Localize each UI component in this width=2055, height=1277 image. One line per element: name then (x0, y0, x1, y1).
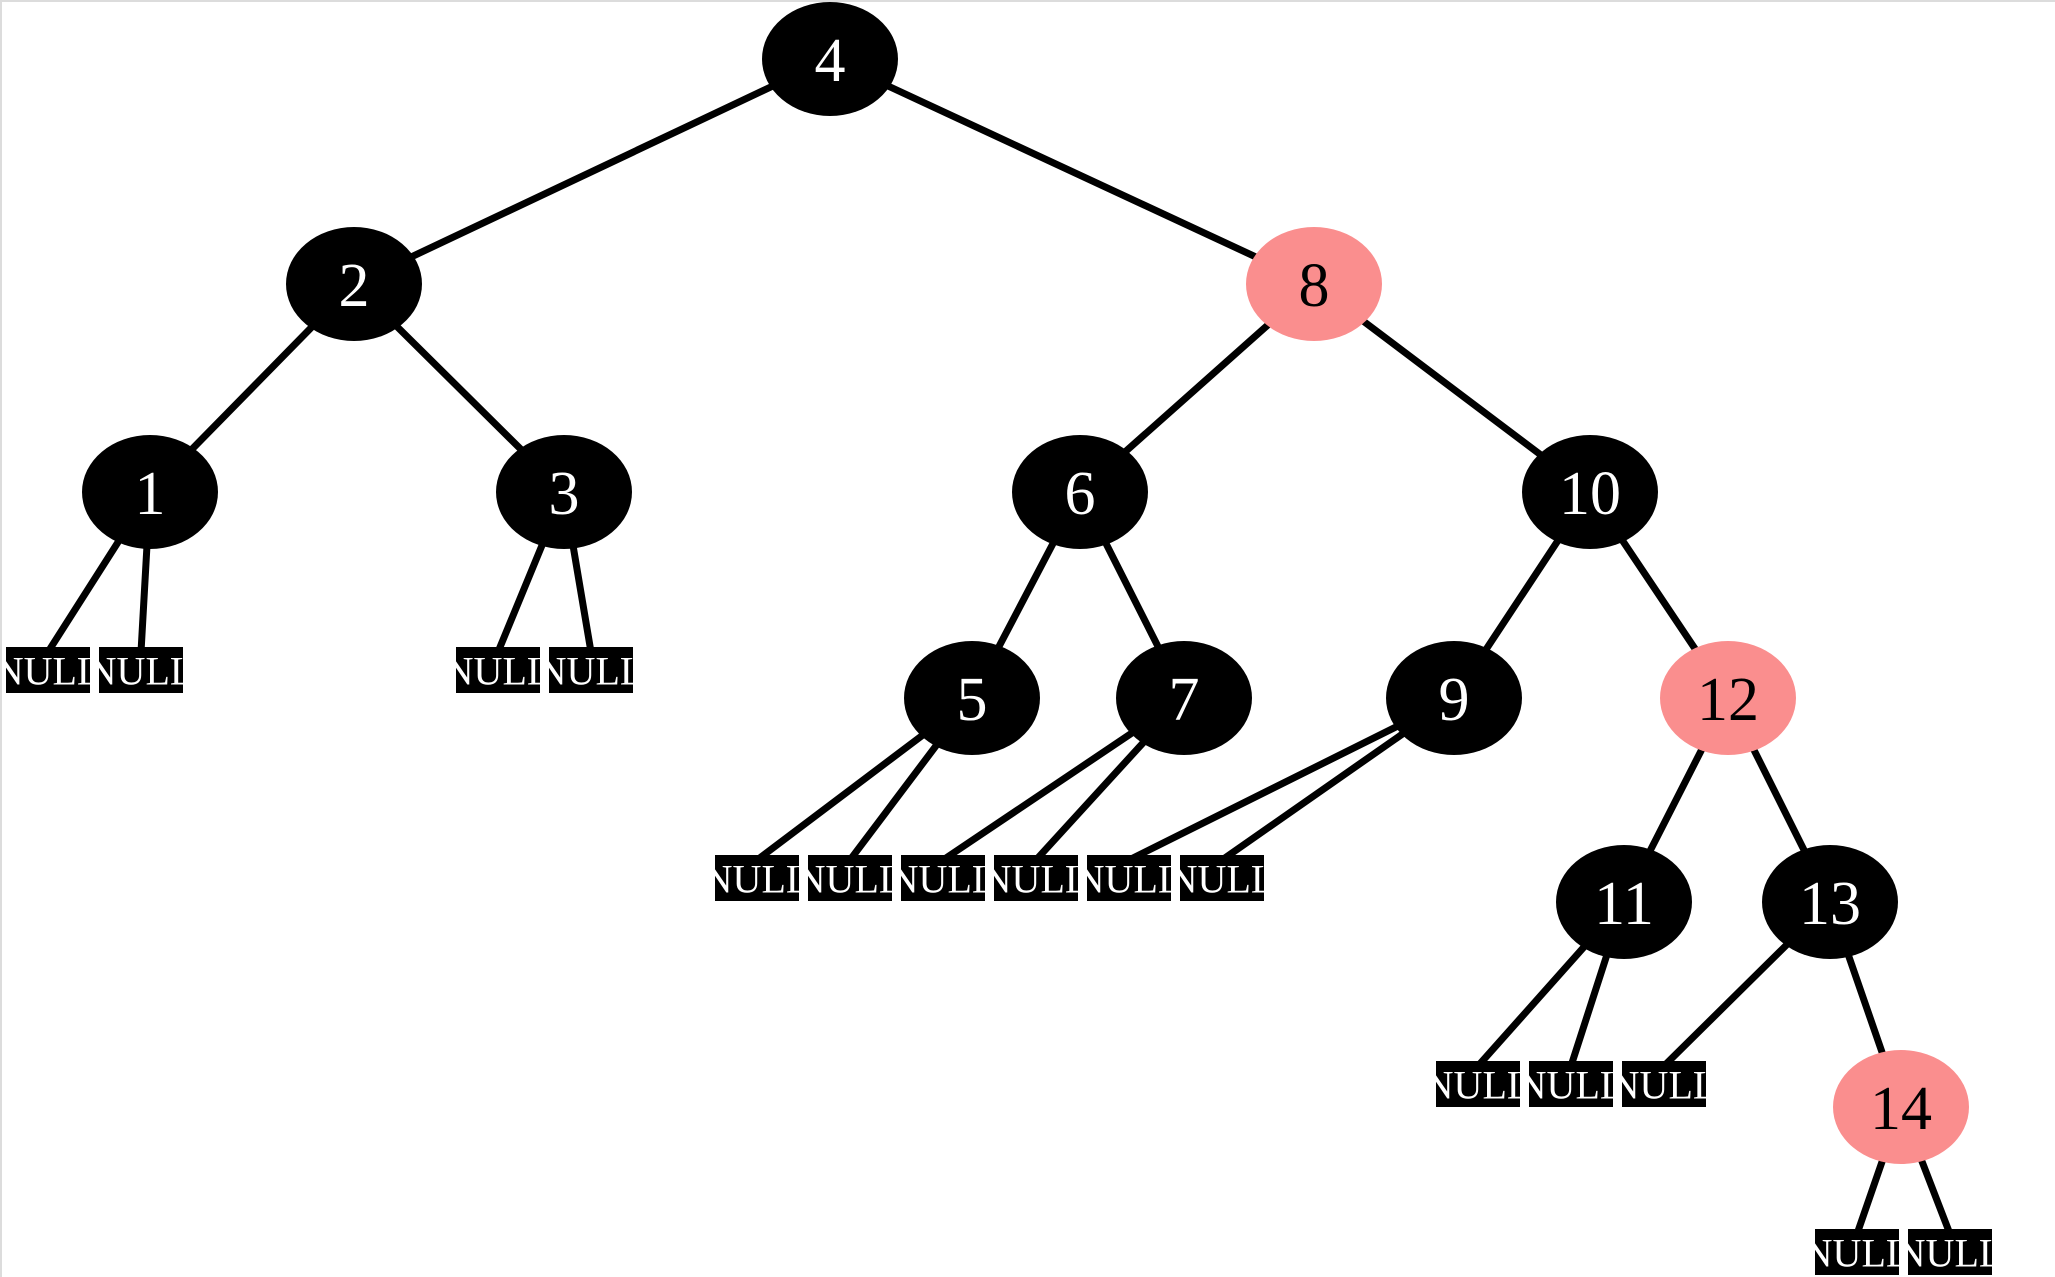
null-leaf-box (901, 855, 985, 901)
null-leaf-box (994, 855, 1078, 901)
tree-node-6[interactable]: 6 (1012, 435, 1148, 549)
null-leaf-label: NULL (88, 649, 195, 694)
tree-node-label: 14 (1870, 1075, 1932, 1143)
tree-node-label: 1 (135, 460, 166, 528)
null-leaf: NULL (983, 855, 1090, 902)
tree-node-circle[interactable] (1660, 641, 1796, 755)
tree-node-label: 5 (957, 666, 988, 734)
null-leaf-label: NULL (2, 649, 101, 694)
tree-node-3[interactable]: 3 (496, 435, 632, 549)
null-leaf: NULL (538, 647, 645, 694)
tree-node-1[interactable]: 1 (82, 435, 218, 549)
tree-node-label: 2 (339, 252, 370, 320)
null-leaf: NULL (88, 647, 195, 694)
null-leaf-label: NULL (1804, 1231, 1911, 1276)
tree-node-circle[interactable] (82, 435, 218, 549)
null-leaf-box (99, 647, 183, 693)
tree-node-label: 9 (1439, 666, 1470, 734)
null-leaf-box (1529, 1061, 1613, 1107)
null-leaf-box (1087, 855, 1171, 901)
tree-node-circle[interactable] (286, 227, 422, 341)
null-leaf: NULL (1169, 855, 1276, 902)
tree-node-7[interactable]: 7 (1116, 641, 1252, 755)
tree-node-14[interactable]: 14 (1833, 1050, 1969, 1164)
null-leaf-box (1815, 1229, 1899, 1275)
null-leaf-label: NULL (797, 857, 904, 902)
null-leaf-label: NULL (1425, 1063, 1532, 1108)
null-leaf-label: NULL (538, 649, 645, 694)
tree-node-circle[interactable] (1762, 845, 1898, 959)
tree-node-13[interactable]: 13 (1762, 845, 1898, 959)
tree-node-12[interactable]: 12 (1660, 641, 1796, 755)
tree-node-label: 12 (1697, 666, 1759, 734)
tree-node-circle[interactable] (1012, 435, 1148, 549)
tree-node-label: 8 (1299, 252, 1330, 320)
null-leaf-box (808, 855, 892, 901)
null-leaf-label: NULL (1897, 1231, 2004, 1276)
null-leaf: NULL (1897, 1229, 2004, 1276)
tree-edge (826, 55, 1318, 288)
tree-edge (350, 55, 834, 288)
null-leaf-label: NULL (445, 649, 552, 694)
tree-node-circle[interactable] (496, 435, 632, 549)
null-leaf-box (6, 647, 90, 693)
tree-node-label: 6 (1065, 460, 1096, 528)
tree-node-11[interactable]: 11 (1556, 845, 1692, 959)
tree-node-8[interactable]: 8 (1246, 227, 1382, 341)
tree-node-label: 11 (1594, 870, 1654, 938)
tree-node-circle[interactable] (1386, 641, 1522, 755)
tree-node-label: 10 (1559, 460, 1621, 528)
null-leaf: NULL (1076, 855, 1183, 902)
null-leaf-box (1180, 855, 1264, 901)
null-leaf-label: NULL (983, 857, 1090, 902)
null-leaf-box (456, 647, 540, 693)
null-leaf-label: NULL (1518, 1063, 1625, 1108)
null-leaf-label: NULL (1169, 857, 1276, 902)
tree-node-circle[interactable] (1246, 227, 1382, 341)
null-leaf-box (1908, 1229, 1992, 1275)
tree-node-circle[interactable] (904, 641, 1040, 755)
null-leaf-box (1436, 1061, 1520, 1107)
null-leaf-box (1622, 1061, 1706, 1107)
null-leaf: NULL (2, 647, 101, 694)
tree-node-9[interactable]: 9 (1386, 641, 1522, 755)
null-leaf: NULL (890, 855, 997, 902)
null-leaf-label: NULL (704, 857, 811, 902)
null-leaf: NULL (1518, 1061, 1625, 1108)
tree-node-5[interactable]: 5 (904, 641, 1040, 755)
tree-node-4[interactable]: 4 (762, 2, 898, 116)
tree-node-2[interactable]: 2 (286, 227, 422, 341)
null-leaf: NULL (1804, 1229, 1911, 1276)
tree-node-circle[interactable] (1116, 641, 1252, 755)
null-leaf-label: NULL (890, 857, 997, 902)
null-leaf-box (549, 647, 633, 693)
tree-node-10[interactable]: 10 (1522, 435, 1658, 549)
null-leaf-label: NULL (1611, 1063, 1718, 1108)
tree-node-circle[interactable] (1522, 435, 1658, 549)
null-leaf: NULL (1611, 1061, 1718, 1108)
tree-node-circle[interactable] (1556, 845, 1692, 959)
tree-node-label: 7 (1169, 666, 1200, 734)
tree-node-label: 4 (815, 27, 846, 95)
tree-node-label: 13 (1799, 870, 1861, 938)
null-leaf: NULL (704, 855, 811, 902)
null-leaf: NULL (797, 855, 904, 902)
null-leaf: NULL (445, 647, 552, 694)
null-leaf-label: NULL (1076, 857, 1183, 902)
tree-node-label: 3 (549, 460, 580, 528)
tree-node-circle[interactable] (1833, 1050, 1969, 1164)
null-leaf: NULL (1425, 1061, 1532, 1108)
tree-node-circle[interactable] (762, 2, 898, 116)
null-leaf-box (715, 855, 799, 901)
